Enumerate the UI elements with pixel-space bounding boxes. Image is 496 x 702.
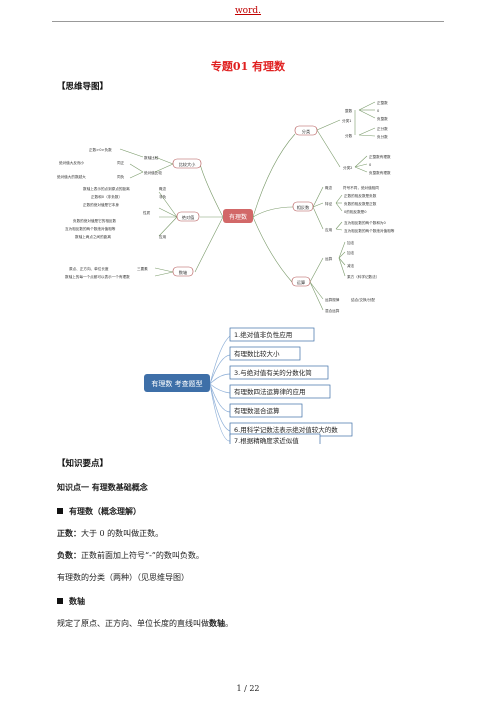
- branch-abs: 绝对值: [182, 214, 195, 221]
- header-link[interactable]: word.: [234, 6, 262, 16]
- branch-ops: 运算: [297, 279, 305, 286]
- header-rule: [52, 21, 444, 22]
- node-zero2: 0: [369, 163, 372, 167]
- exam-item-label: 1.绝对值非负性应用: [234, 330, 292, 339]
- classify-text: 有理数的分类（两种）（见思维导图）: [57, 573, 189, 582]
- branch-related: 相反数: [297, 204, 310, 211]
- exam-item-box: [229, 327, 315, 342]
- node-ops-sub: 减法: [347, 263, 355, 268]
- positive-label: 正数：: [57, 528, 81, 538]
- node-abs-c4: 负数的绝对值是它的相反数: [73, 218, 117, 223]
- node-abs-c3: 正数的绝对值是它本身: [83, 202, 119, 207]
- exam-item-box: [229, 433, 321, 444]
- exam-item-label: 有理数混合运算: [234, 406, 280, 415]
- node-neg-rat: 负整数有理数: [369, 170, 391, 175]
- node-rule3: 绝对值大的数越大: [57, 174, 86, 179]
- node-zero: 0: [377, 109, 380, 113]
- node-related-concept-text: 符号不同，绝对值相同: [343, 185, 379, 190]
- branch-classify: 分类: [302, 128, 311, 135]
- node-fraction: 分数: [345, 133, 353, 138]
- exam-center-label: 有理数 考查题型: [151, 379, 202, 388]
- exam-item-box: [229, 346, 301, 361]
- axis-text-c: 。: [225, 619, 233, 628]
- sub1-text: 有理数（概念理解）: [69, 506, 141, 516]
- node-integer: 整数: [345, 108, 353, 113]
- node-abs-prop: 性质: [143, 210, 151, 215]
- bullet-square: [57, 598, 63, 604]
- node-related-prop: 特征: [325, 201, 333, 206]
- exam-item-label: 6.用科学记数法表示绝对值较大的数: [234, 425, 338, 434]
- exam-item-box: [229, 403, 303, 418]
- node-related-a1: 互为相反数的两个数和为0: [344, 220, 387, 225]
- node-cls1: 分类1: [342, 118, 351, 123]
- node-ops-mix: 加法: [347, 240, 355, 245]
- definition-positive: 正数：大于 0 的数叫做正数。: [57, 528, 163, 539]
- node-rule2: 绝对值大反而小: [59, 160, 85, 165]
- node-neg-int: 负整数: [377, 116, 388, 121]
- mindmap-center-node: [223, 209, 253, 223]
- node-ops-law-text: 结合/交换/分配: [351, 297, 375, 302]
- node-rule1: 正数>0>负数: [89, 147, 112, 152]
- knowledge-sub-heading-1: 有理数（概念理解）: [57, 506, 141, 517]
- exam-item-label: 7.根据精确度求近似值: [234, 436, 299, 444]
- node-pos-rat: 正整数有理数: [369, 154, 391, 159]
- node-axis-one2one: 数轴上的每一个点都可以表示一个有理数: [65, 274, 130, 279]
- knowledge-point-1: 知识点一 有理数基础概念: [57, 482, 148, 492]
- knowledge-sub-heading-2: 数轴: [57, 596, 85, 607]
- exam-item-label: 有理数四法运算律的应用: [234, 387, 306, 396]
- node-ops-law: 运算规律: [325, 297, 340, 302]
- node-abs-apply: 应用: [159, 234, 167, 239]
- section-knowledge-heading: 【知识要点】: [57, 459, 109, 469]
- branch-compare: 比较大小: [179, 161, 197, 168]
- node-ops-basic: 运算: [325, 256, 333, 261]
- sub2-text: 数轴: [69, 596, 85, 606]
- node-ops-mixed: 混合运算: [325, 308, 340, 313]
- node-related-apply: 应用: [325, 227, 333, 232]
- node-abs-c2: 正数和0（非负数）: [91, 194, 122, 199]
- mindmap-diagram: 有理数 分类 分类1 分类2 整数 分数 正整数 0 负整数 正分数 负分数 正…: [57, 100, 395, 313]
- node-same-neg: 同负: [117, 174, 125, 179]
- node-axis-three: 三要素: [137, 266, 148, 271]
- positive-text: 大于 0 的数叫做正数。: [81, 529, 164, 538]
- node-abs-c5: 互为相反数的两个数绝对值相等: [65, 226, 116, 231]
- mindmap-center-label: 有理数: [229, 213, 247, 221]
- node-num-axis: 数轴比较: [144, 155, 159, 160]
- node-neg-frac: 负分数: [377, 134, 388, 139]
- negative-label: 负数：: [57, 550, 81, 560]
- axis-definition: 规定了原点、正方向、单位长度的直线叫做数轴。: [57, 618, 233, 629]
- node-abs-c6: 数轴上两点之间的距离: [75, 234, 111, 239]
- node-ops-add: 加法: [347, 250, 355, 255]
- exam-item-box: [229, 365, 329, 380]
- negative-text: 正数前面加上符号“-”的数叫负数。: [81, 551, 204, 560]
- node-pos-frac: 正分数: [377, 126, 388, 131]
- node-axis-elements: 原点、正方向、单位长度: [69, 266, 109, 271]
- node-related-a2: 互为相反数的两个数绝对值相等: [344, 228, 395, 233]
- node-cls2: 分类2: [343, 165, 352, 170]
- definition-negative: 负数：正数前面加上符号“-”的数叫负数。: [57, 550, 204, 561]
- page-title: 专题01 有理数: [210, 60, 286, 73]
- exam-item-box: [229, 384, 331, 399]
- node-abs-cmp: 绝对值比较: [144, 170, 162, 175]
- node-abs-concept: 概念: [159, 186, 167, 191]
- node-related-p1: 正数的相反数是负数: [344, 193, 377, 198]
- node-ops-pow: 乘方（科学记数法）: [347, 274, 379, 279]
- section-mindmap-heading: 【思维导图】: [57, 82, 109, 92]
- exam-item-label: 有理数比较大小: [234, 349, 280, 358]
- exam-item-label: 3.与绝对值有关的分数化简: [234, 368, 312, 377]
- page-number: 1 / 22: [236, 684, 260, 693]
- node-same: 同正: [117, 160, 125, 165]
- axis-text-b: 数轴: [209, 618, 225, 628]
- bullet-square: [57, 508, 63, 514]
- node-related-p2: 负数的相反数是正数: [344, 201, 377, 206]
- node-abs-c1: 数轴上表示的点到原点的距离: [83, 186, 130, 191]
- node-related-p3: 0的相反数是0: [344, 209, 367, 214]
- axis-text-a: 规定了原点、正方向、单位长度的直线叫做: [57, 619, 209, 628]
- exam-center-node: [144, 374, 210, 392]
- node-abs-nonneg: 非负: [159, 194, 167, 199]
- node-pos-int: 正整数: [377, 100, 388, 105]
- node-related-concept: 概念: [325, 185, 333, 190]
- branch-axis: 数轴: [179, 269, 187, 276]
